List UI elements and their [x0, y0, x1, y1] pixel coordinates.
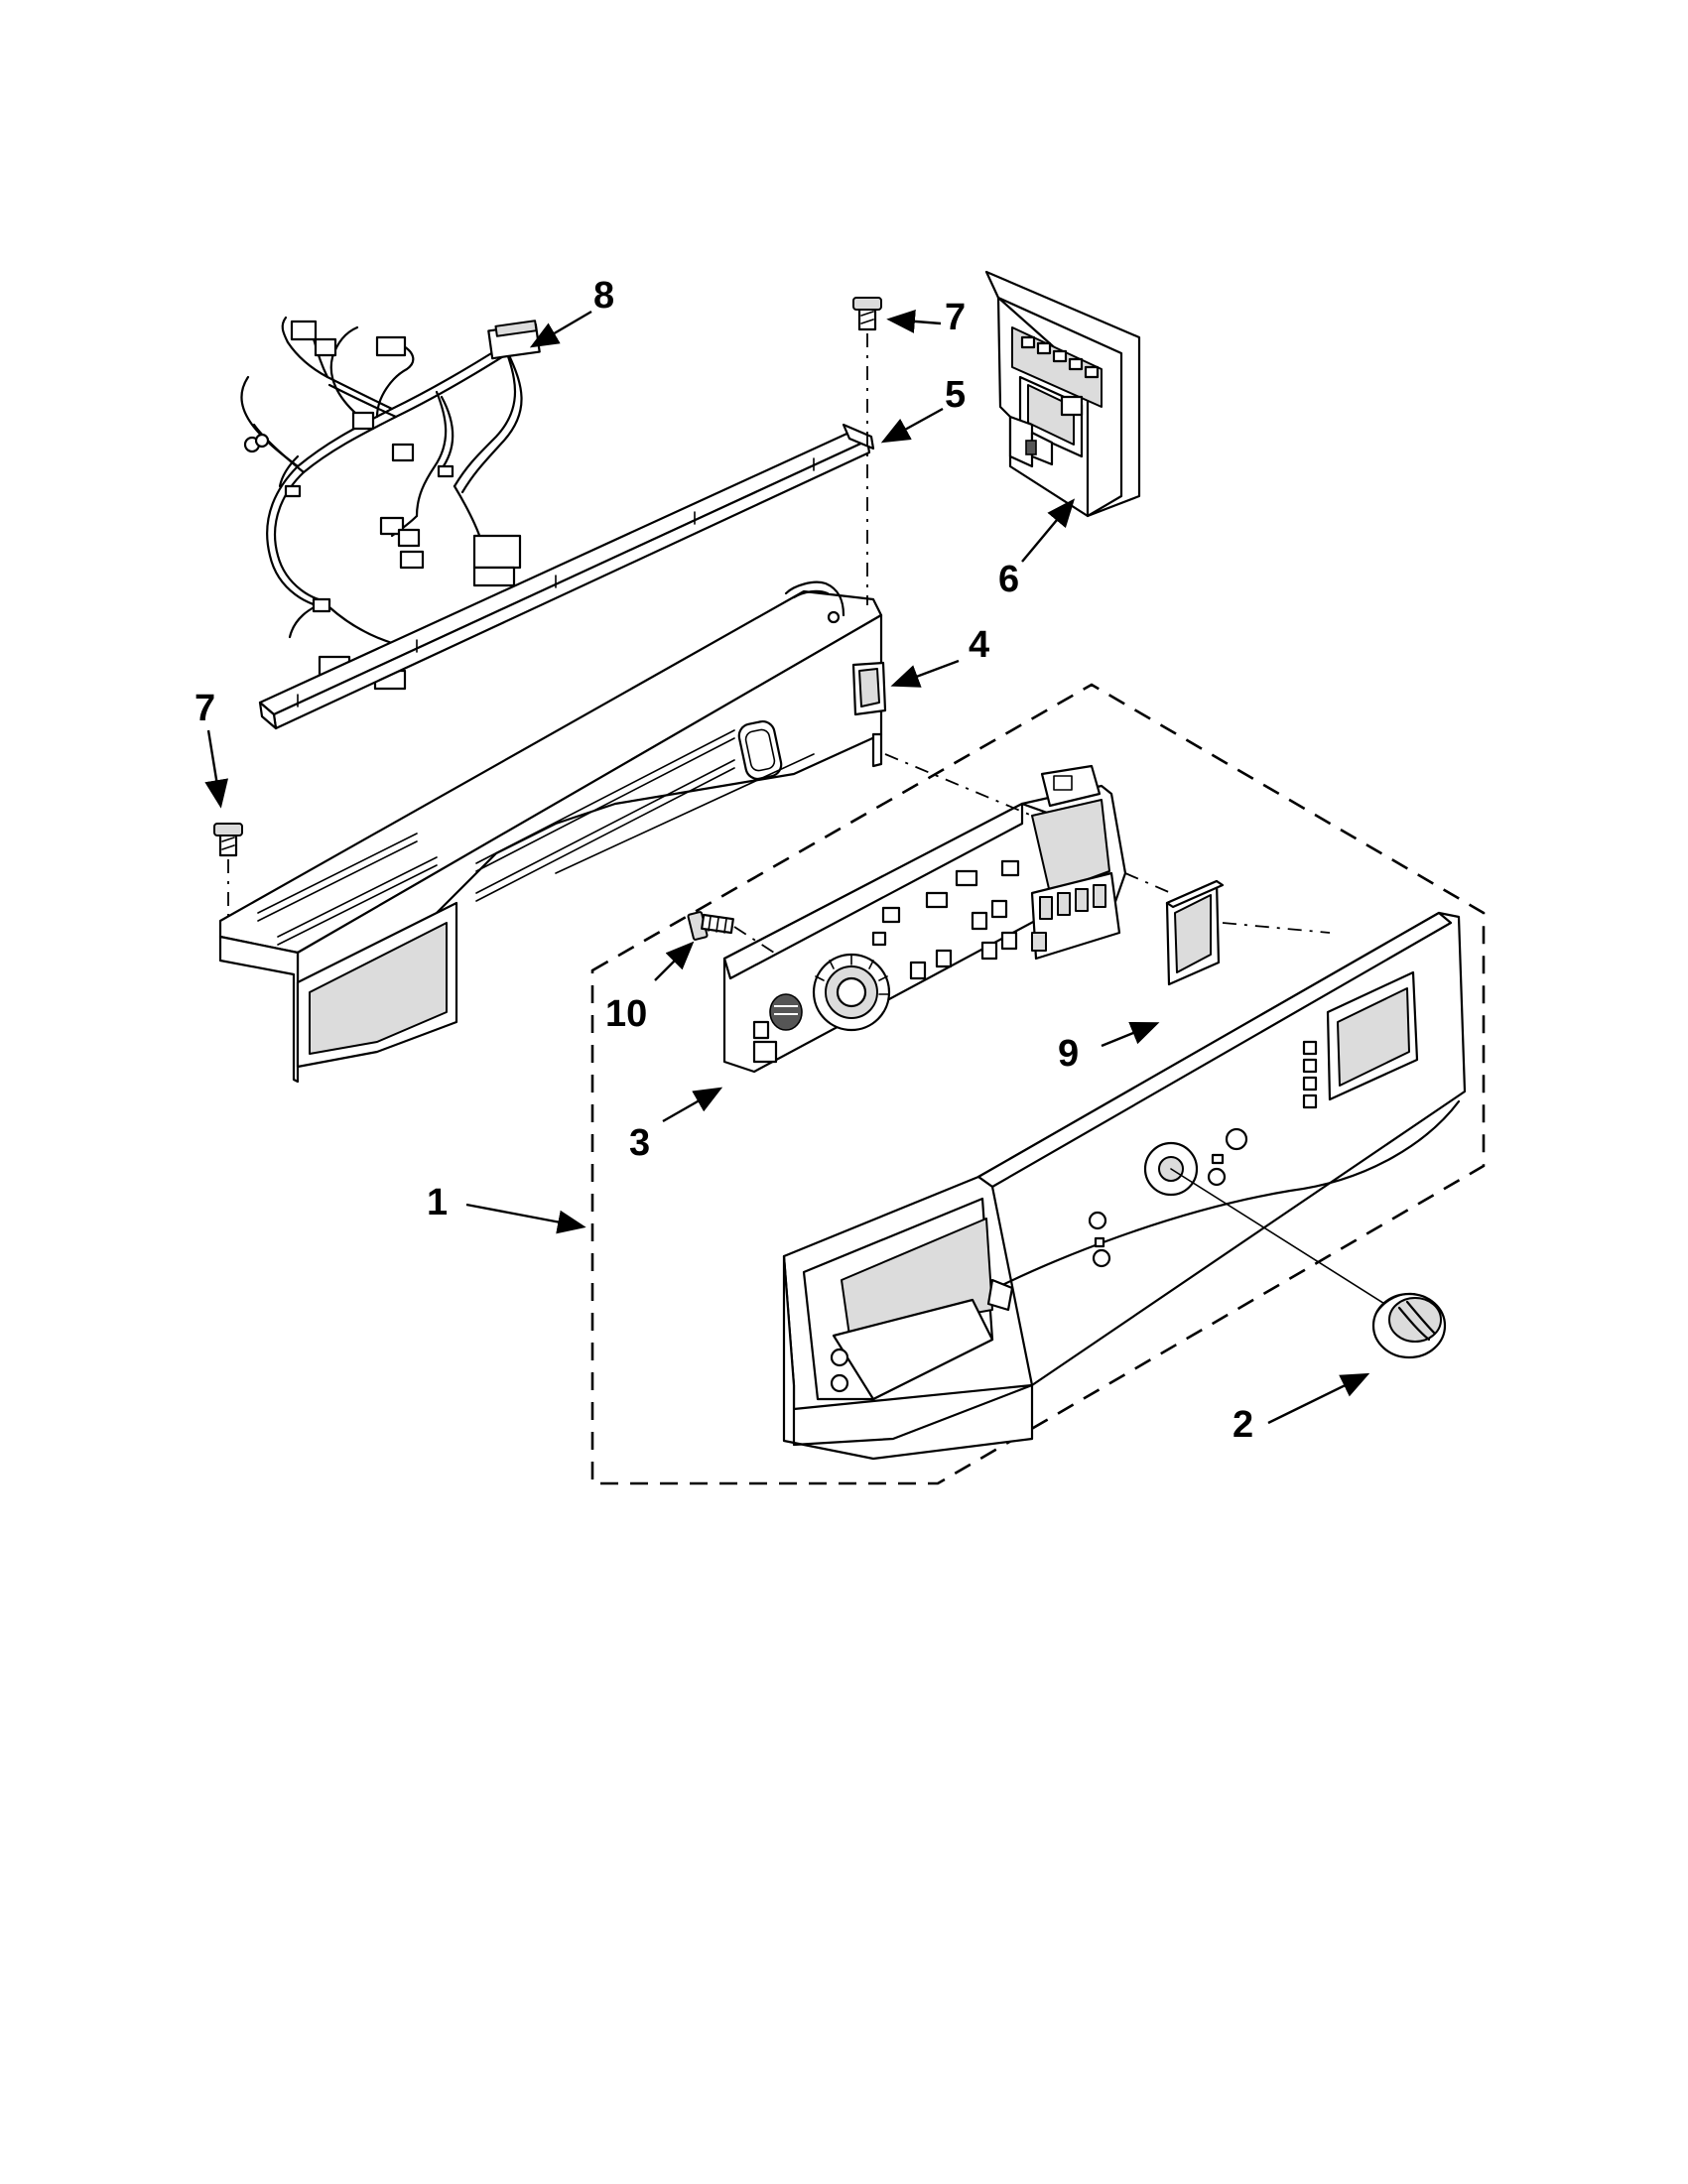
callout-3: 3: [629, 1122, 650, 1164]
user-interface-board: [722, 753, 1172, 1074]
control-knob: [1371, 1292, 1447, 1359]
callout-4: 4: [969, 624, 989, 666]
callout-5: 5: [945, 374, 966, 416]
callout-1: 1: [427, 1182, 448, 1223]
leader-3: [662, 1087, 723, 1123]
leader-2: [1267, 1372, 1370, 1425]
display-lens: [1165, 879, 1331, 986]
console-assembly-boundary: [590, 683, 1486, 1485]
leader-7a: [886, 309, 942, 333]
leader-8: [529, 310, 592, 348]
callout-9: 9: [1058, 1033, 1079, 1075]
wire-harness: [240, 316, 541, 691]
callout-7a: 7: [945, 297, 966, 338]
callout-8: 8: [593, 275, 614, 317]
screw-upper: [852, 297, 882, 605]
leader-9: [1101, 1021, 1160, 1048]
leader-5: [880, 407, 944, 444]
leader-10: [654, 941, 695, 981]
leader-4: [890, 659, 960, 688]
screw-lower: [213, 823, 243, 923]
screw-10: [687, 911, 775, 954]
leader-7b: [204, 729, 229, 809]
leader-1: [465, 1203, 586, 1234]
callout-7b: 7: [195, 688, 215, 729]
callout-10: 10: [605, 993, 647, 1035]
console-bracket: [218, 580, 887, 1084]
callout-6: 6: [998, 559, 1019, 600]
control-module: [984, 270, 1141, 518]
leader-6: [1021, 498, 1076, 563]
console-panel: [782, 911, 1467, 1461]
callout-2: 2: [1233, 1404, 1253, 1446]
rail-bracket: [258, 423, 875, 730]
